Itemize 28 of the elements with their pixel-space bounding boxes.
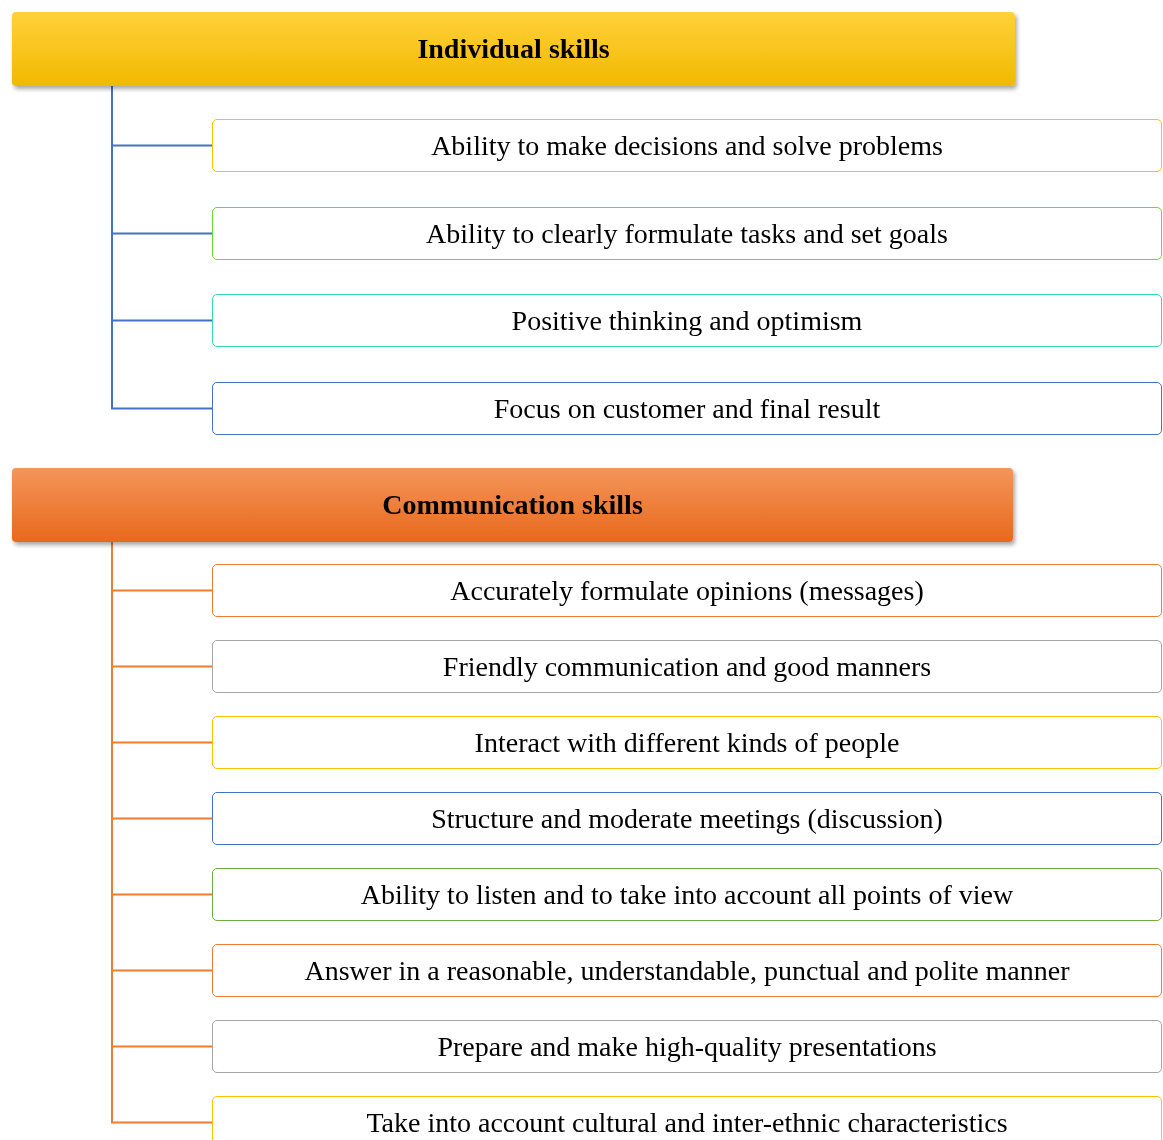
category-header — [12, 468, 1013, 542]
skill-label: Positive thinking and optimism — [511, 304, 863, 337]
skill-label: Answer in a reasonable, understandable, punctual and polite manner — [304, 954, 1070, 987]
skill-label: Prepare and make high-quality presentations — [437, 1030, 937, 1063]
skill-box — [212, 294, 1162, 347]
skill-label: Accurately formulate opinions (messages) — [450, 574, 924, 607]
skill-box — [212, 792, 1162, 845]
skill-label: Ability to listen and to take into account all points of view — [360, 878, 1014, 911]
skill-label: Friendly communication and good manners — [442, 650, 932, 683]
skill-box — [212, 944, 1162, 997]
skill-label: Interact with different kinds of people — [474, 726, 900, 759]
skill-label: Take into account cultural and inter-ethnic characteristics — [366, 1106, 1008, 1139]
skill-box — [212, 119, 1162, 172]
skill-box — [212, 1020, 1162, 1073]
header-title: Individual skills — [417, 33, 610, 65]
skill-label: Structure and moderate meetings (discussion) — [431, 802, 943, 835]
skill-box — [212, 640, 1162, 693]
header-title: Communication skills — [382, 489, 643, 521]
skill-label: Ability to clearly formulate tasks and set goals — [426, 217, 948, 250]
skill-box — [212, 1096, 1162, 1140]
skill-label: Focus on customer and final result — [493, 392, 881, 425]
skill-box — [212, 207, 1162, 260]
skill-box — [212, 382, 1162, 435]
skill-box — [212, 564, 1162, 617]
skill-label: Ability to make decisions and solve problems — [431, 129, 943, 162]
category-header — [12, 12, 1015, 86]
skill-box — [212, 716, 1162, 769]
skill-box — [212, 868, 1162, 921]
